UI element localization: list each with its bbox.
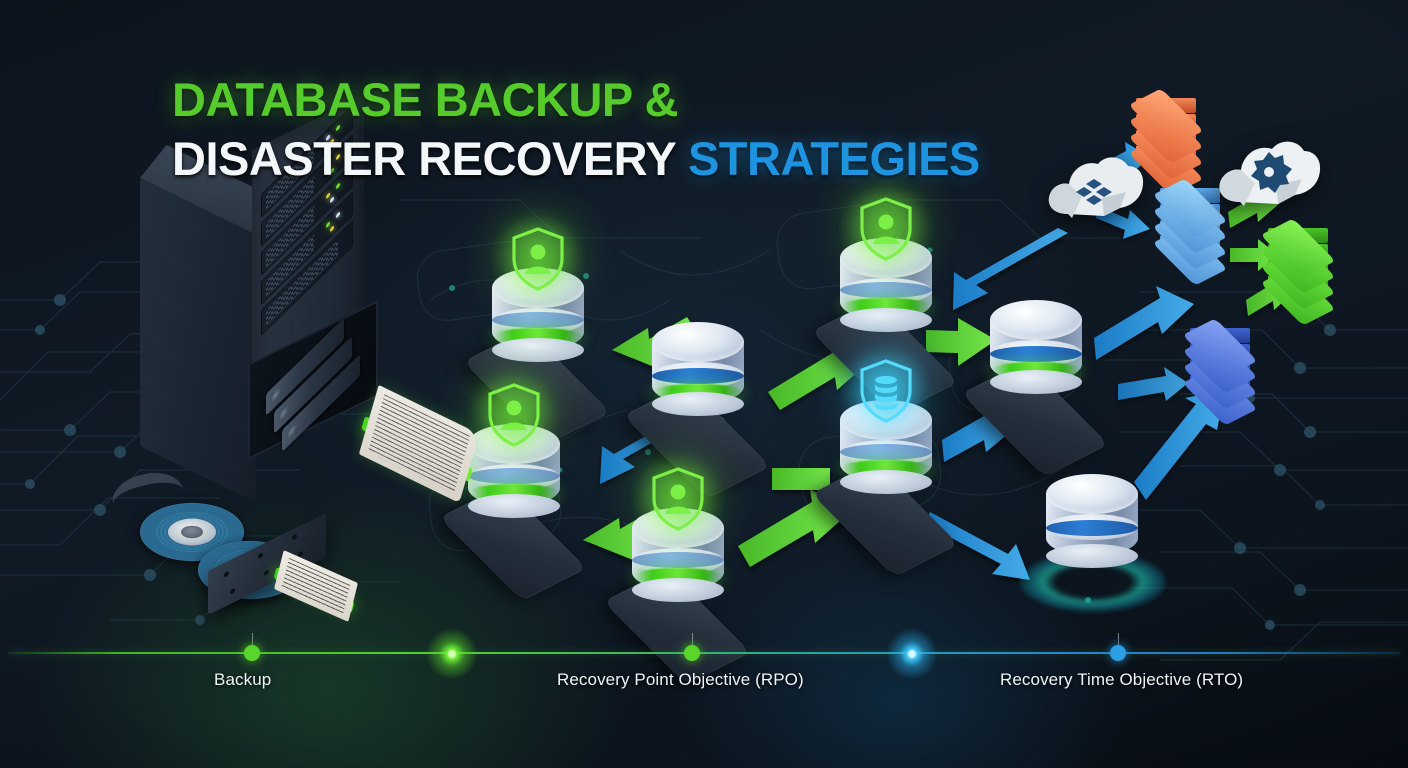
timeline-marker-rpo[interactable] <box>684 645 700 661</box>
page-title-line-2: DISASTER RECOVERY STRATEGIES <box>172 135 980 182</box>
rack-side-face <box>140 178 256 503</box>
recovery-timeline: Backup Recovery Point Objective (RPO) Re… <box>0 600 1408 720</box>
tape-reel-hub <box>168 518 216 546</box>
cloud-gear-icon <box>1212 132 1322 216</box>
user-shield-icon <box>858 196 914 262</box>
status-led <box>330 195 334 204</box>
timeline-marker-backup[interactable] <box>244 645 260 661</box>
status-led <box>330 224 334 233</box>
database-cylinder <box>652 322 744 418</box>
timeline-glow-burst <box>886 628 938 680</box>
database-cylinder <box>990 300 1082 396</box>
timeline-track <box>8 652 1400 654</box>
page-title-line-1: DATABASE BACKUP & <box>172 73 678 126</box>
status-led <box>326 220 330 229</box>
status-led <box>336 210 340 219</box>
database-cylinder <box>1046 474 1138 570</box>
database-shield-icon <box>858 358 914 424</box>
title-block: DATABASE BACKUP & DISASTER RECOVERY STRA… <box>172 76 980 182</box>
timeline-glow-burst <box>426 628 478 680</box>
timeline-marker-rto[interactable] <box>1110 645 1126 661</box>
timeline-label-backup: Backup <box>214 670 272 689</box>
page-title-line-2-blue: STRATEGIES <box>687 132 980 185</box>
user-shield-icon <box>510 226 566 292</box>
page-title-line-2-white: DISASTER RECOVERY <box>172 132 688 185</box>
timeline-label-rpo: Recovery Point Objective (RPO) <box>557 670 804 689</box>
status-led <box>326 191 330 200</box>
user-shield-icon <box>486 382 542 448</box>
cloud-data-icon <box>1042 148 1146 228</box>
user-shield-icon <box>650 466 706 532</box>
timeline-label-rto: Recovery Time Objective (RTO) <box>1000 670 1244 689</box>
server-rack <box>140 95 480 504</box>
